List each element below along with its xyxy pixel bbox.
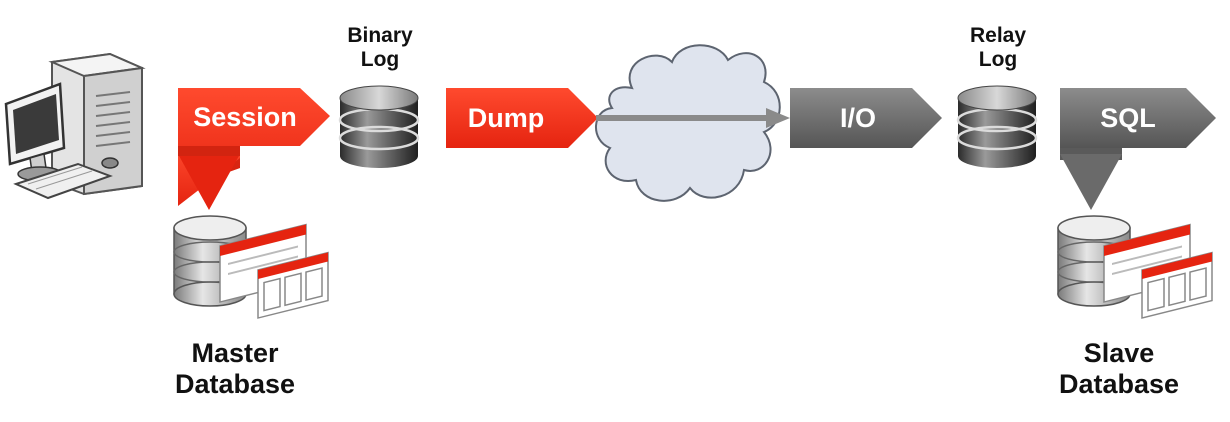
- session-arrow-label: Session: [193, 102, 297, 132]
- slave-database-icon: [1057, 215, 1213, 319]
- master-database-label: Master Database: [140, 338, 330, 400]
- master-database-icon: [173, 215, 329, 319]
- binary-log-label-line2: Log: [360, 48, 400, 72]
- master-database-label-line2: Database: [174, 369, 296, 400]
- relay-log-label: Relay Log: [952, 24, 1044, 72]
- io-arrow: [790, 88, 942, 148]
- master-database-label-line1: Master: [191, 338, 279, 368]
- dump-arrow-label: Dump: [468, 103, 545, 133]
- io-arrow-label: I/O: [840, 103, 876, 133]
- relay-log-db-icon: [956, 85, 1038, 168]
- desktop-computer-icon: [4, 52, 146, 200]
- session-arrow: [178, 88, 330, 210]
- sql-arrow: [1060, 88, 1216, 210]
- relay-log-label-line1: Relay: [969, 24, 1027, 47]
- dump-arrow: [446, 88, 598, 148]
- sql-arrow-label: SQL: [1100, 103, 1156, 133]
- cloud-icon: [595, 44, 781, 202]
- binary-log-label: Binary Log: [334, 24, 426, 72]
- network-connection-arrow: [596, 108, 790, 128]
- relay-log-label-line2: Log: [978, 48, 1018, 72]
- slave-database-label: Slave Database: [1024, 338, 1214, 400]
- slave-database-label-line1: Slave: [1083, 338, 1155, 368]
- binary-log-db-icon: [338, 85, 420, 168]
- slave-database-label-line2: Database: [1058, 369, 1180, 400]
- binary-log-label-line1: Binary: [347, 24, 413, 47]
